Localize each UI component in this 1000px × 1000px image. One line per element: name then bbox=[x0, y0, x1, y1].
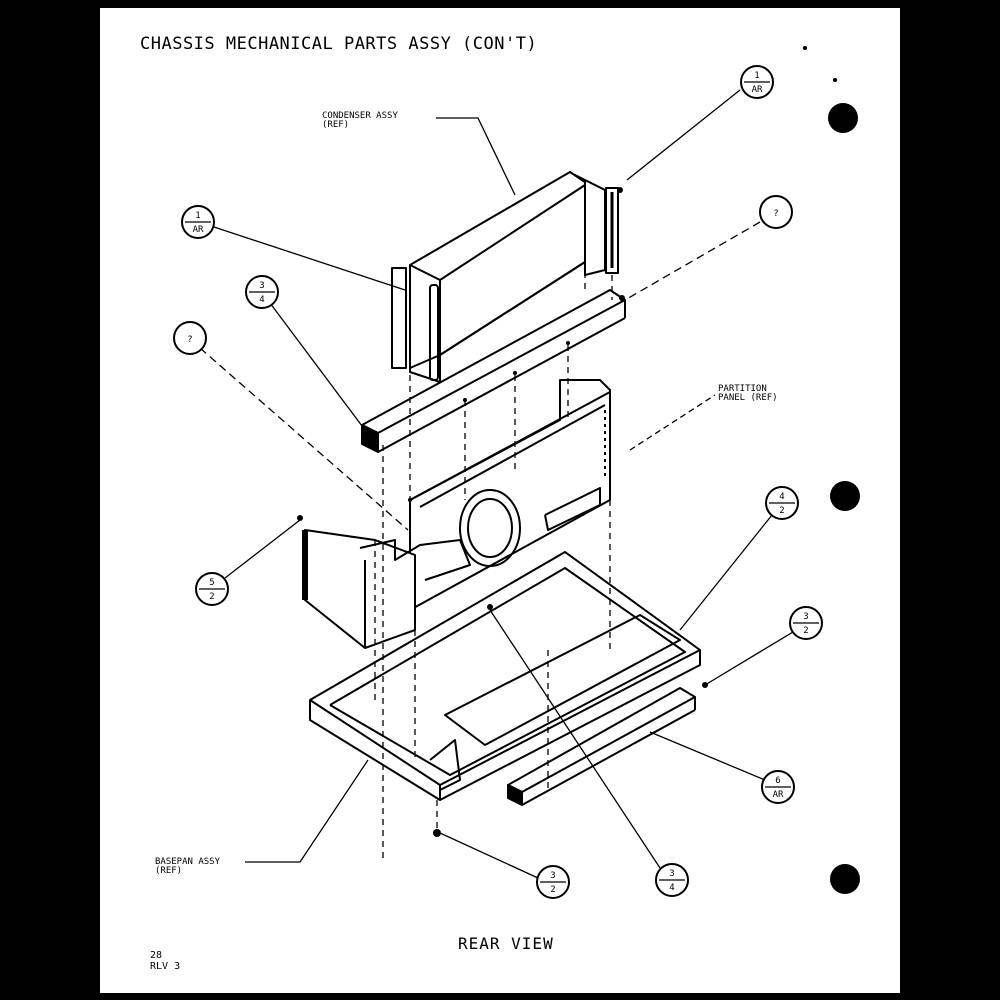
callout-2-top: 1 bbox=[195, 211, 200, 221]
callout-7-left: 5 2 bbox=[195, 572, 229, 606]
basepan-note-line2: (REF) bbox=[155, 866, 183, 876]
callout-9-bottom: AR bbox=[773, 790, 784, 800]
partition-note-line2: PANEL (REF) bbox=[718, 393, 778, 403]
leader-lines bbox=[199, 89, 794, 879]
view-label: REAR VIEW bbox=[458, 934, 554, 953]
callout-1-ar-right: 1 AR bbox=[740, 65, 774, 99]
top-rail bbox=[361, 289, 626, 453]
callout-10-top: 3 bbox=[550, 871, 555, 881]
callout-5-top: ? bbox=[187, 335, 192, 345]
callout-2-bottom: AR bbox=[193, 225, 204, 235]
condenser-note-line1: CONDENSER ASSY bbox=[322, 111, 398, 121]
page-title: CHASSIS MECHANICAL PARTS ASSY (CON'T) bbox=[140, 34, 538, 54]
callout-10-bottom: 3 2 bbox=[536, 865, 570, 899]
binder-hole-top bbox=[828, 103, 858, 133]
callout-5-left: ? bbox=[173, 321, 207, 355]
callout-11-bottom: 4 bbox=[669, 883, 674, 893]
callout-4-bottom: 4 bbox=[259, 295, 264, 305]
page-number: 28 bbox=[150, 950, 163, 961]
basepan-assy-note: BASEPAN ASSY (REF) bbox=[155, 858, 220, 876]
callout-11-bottom: 3 4 bbox=[655, 863, 689, 897]
base-pan bbox=[309, 551, 701, 801]
callout-7-bottom: 2 bbox=[209, 592, 214, 602]
callout-2-ar-left: 1 AR bbox=[181, 205, 215, 239]
callout-3-right: ? bbox=[759, 195, 793, 229]
front-rail bbox=[507, 687, 696, 806]
revision: RLV 3 bbox=[150, 961, 181, 972]
alignment-lines bbox=[374, 195, 613, 860]
callout-3-top: ? bbox=[773, 209, 778, 219]
callout-4-top: 3 bbox=[259, 281, 264, 291]
callout-4-left: 3 4 bbox=[245, 275, 279, 309]
callout-6-top: 4 bbox=[779, 492, 784, 502]
callout-1-bottom: AR bbox=[752, 85, 763, 95]
callout-10-bottom: 2 bbox=[550, 885, 555, 895]
callout-7-top: 5 bbox=[209, 578, 214, 588]
basepan-note-line1: BASEPAN ASSY bbox=[155, 857, 221, 867]
page-footer: 28 RLV 3 bbox=[150, 950, 180, 972]
condenser-assy-note: CONDENSER ASSY (REF) bbox=[322, 112, 398, 130]
condenser-note-line2: (REF) bbox=[322, 120, 350, 130]
binder-hole-middle bbox=[830, 481, 860, 511]
callout-9-top: 6 bbox=[775, 776, 780, 786]
callout-6-right: 4 2 bbox=[765, 486, 799, 520]
binder-hole-bottom bbox=[830, 864, 860, 894]
callout-8-right: 3 2 bbox=[789, 606, 823, 640]
partition-note-line1: PARTITION bbox=[718, 384, 767, 394]
fasteners bbox=[297, 46, 837, 837]
partition-panel bbox=[409, 379, 611, 611]
callout-1-top: 1 bbox=[754, 71, 759, 81]
callout-8-top: 3 bbox=[803, 612, 808, 622]
callout-8-bottom: 2 bbox=[803, 626, 808, 636]
callout-6-bottom: 2 bbox=[779, 506, 784, 516]
callout-11-top: 3 bbox=[669, 869, 674, 879]
callout-9-right: 6 AR bbox=[761, 770, 795, 804]
partition-panel-note: PARTITION PANEL (REF) bbox=[718, 385, 778, 403]
